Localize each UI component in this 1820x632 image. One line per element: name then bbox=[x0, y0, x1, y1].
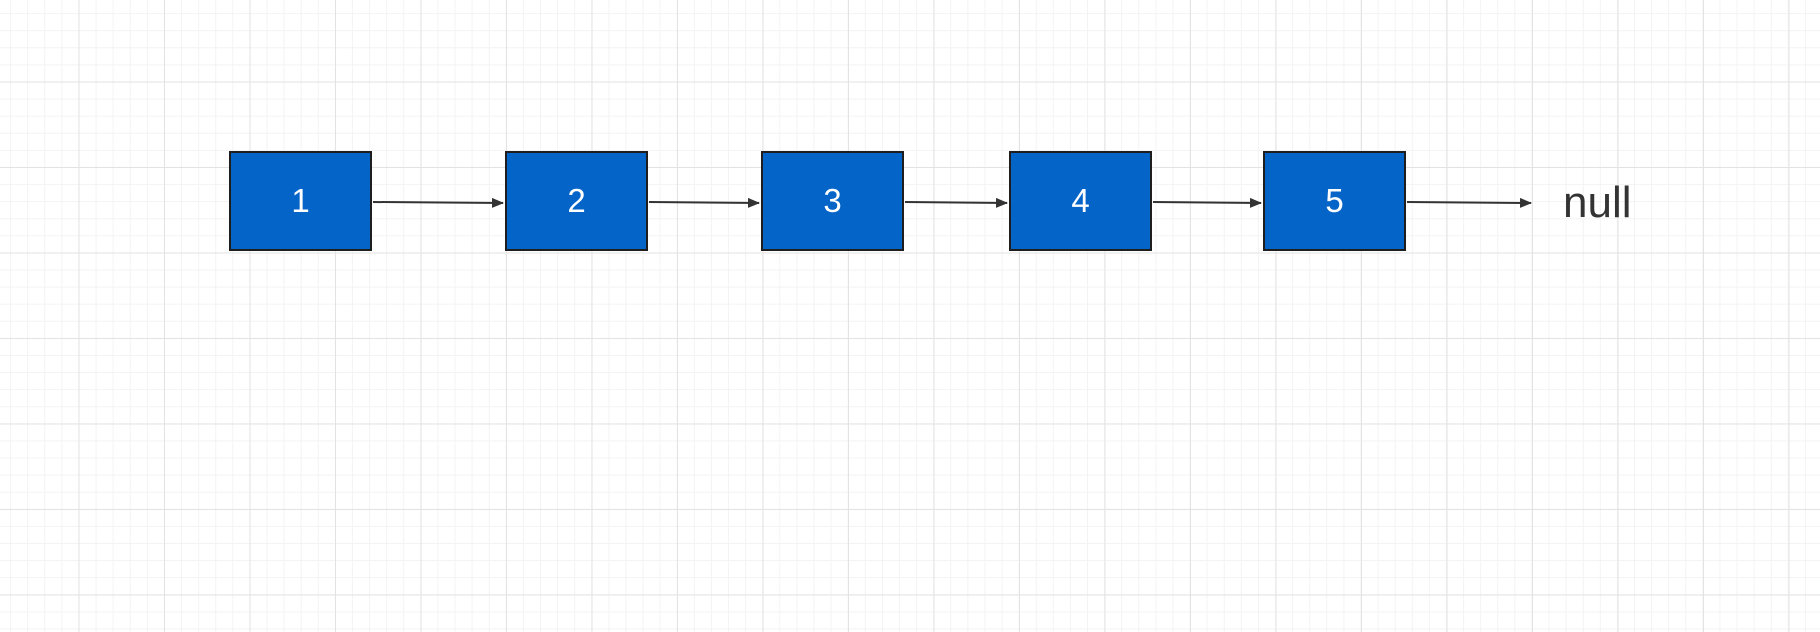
list-node-5[interactable]: 5 bbox=[1263, 151, 1406, 251]
arrow-3-to-4 bbox=[904, 197, 1008, 208]
list-node-1[interactable]: 1 bbox=[229, 151, 372, 251]
arrow-4-to-5 bbox=[1152, 197, 1262, 208]
list-node-3[interactable]: 3 bbox=[761, 151, 904, 251]
node-label: 3 bbox=[823, 182, 842, 219]
node-label: 4 bbox=[1071, 182, 1090, 219]
arrow-2-to-3 bbox=[648, 197, 760, 208]
list-node-4[interactable]: 4 bbox=[1009, 151, 1152, 251]
node-label: 1 bbox=[291, 182, 310, 219]
arrow-5-to-null bbox=[1406, 197, 1532, 208]
node-label: 2 bbox=[567, 182, 586, 219]
arrow-1-to-2 bbox=[372, 197, 504, 208]
null-terminal-label: null bbox=[1563, 178, 1632, 227]
list-node-2[interactable]: 2 bbox=[505, 151, 648, 251]
node-label: 5 bbox=[1325, 182, 1344, 219]
